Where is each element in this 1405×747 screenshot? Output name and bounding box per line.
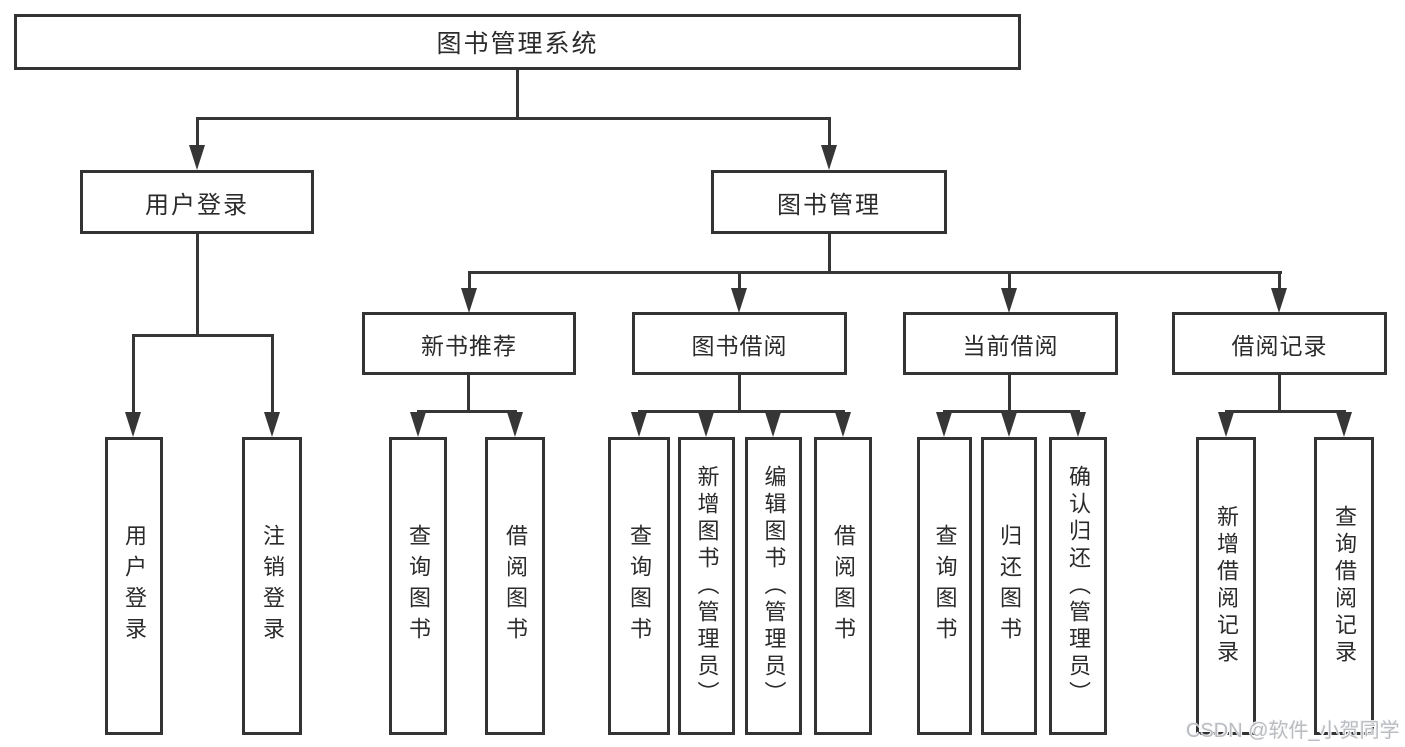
node-book-management: 图书管理 (711, 170, 947, 234)
node-cb-confirm-return-admin: 确认归还（管理员） (1049, 437, 1107, 735)
arrow-down-icon (1070, 412, 1086, 437)
node-br-add-record: 新增借阅记录 (1196, 437, 1256, 735)
arrow-down-icon (835, 412, 851, 437)
arrow-down-icon (1001, 412, 1017, 437)
node-logout: 注销登录 (242, 437, 302, 735)
node-logout-label: 注销登录 (260, 524, 285, 648)
node-br-query-record: 查询借阅记录 (1314, 437, 1374, 735)
node-bb-borrow-books-label: 借阅图书 (831, 524, 856, 648)
node-library-system: 图书管理系统 (14, 14, 1021, 70)
node-cb-query-books: 查询图书 (917, 437, 972, 735)
connector-line (196, 119, 199, 146)
arrow-down-icon (507, 412, 523, 437)
node-bb-edit-books-admin: 编辑图书（管理员） (745, 437, 802, 735)
connector-line (196, 117, 831, 120)
arrow-down-icon (936, 412, 952, 437)
connector-line (468, 273, 471, 290)
connector-line (738, 273, 741, 290)
arrow-down-icon (461, 288, 477, 313)
connector-line (196, 234, 199, 337)
node-cb-return-books: 归还图书 (981, 437, 1037, 735)
arrow-down-icon (189, 145, 205, 170)
connector-line (132, 336, 135, 413)
node-user-login-leaf-label: 用户登录 (122, 524, 147, 648)
connector-line (738, 375, 741, 412)
csdn-watermark: CSDN @软件_小贺同学 (1186, 720, 1400, 742)
node-bb-add-books-admin: 新增图书（管理员） (678, 437, 735, 735)
node-bb-add-books-admin-label: 新增图书（管理员） (694, 464, 720, 708)
node-borrowing-records-label: 借阅记录 (1231, 332, 1328, 359)
node-current-borrowing: 当前借阅 (903, 312, 1118, 375)
arrow-down-icon (765, 412, 781, 437)
node-br-query-record-label: 查询借阅记录 (1332, 505, 1357, 667)
node-book-management-label: 图书管理 (777, 191, 881, 219)
connector-line (1008, 375, 1011, 412)
connector-line (1008, 273, 1011, 290)
arrow-down-icon (125, 412, 141, 437)
arrow-down-icon (1336, 412, 1352, 437)
node-new-book-recommend-label: 新书推荐 (421, 332, 517, 359)
arrow-down-icon (410, 412, 426, 437)
node-library-system-label: 图书管理系统 (436, 30, 599, 58)
arrow-down-icon (631, 412, 647, 437)
node-cb-query-books-label: 查询图书 (932, 524, 958, 648)
arrow-down-icon (698, 412, 714, 437)
node-user-login: 用户登录 (80, 170, 314, 234)
connector-line (1278, 375, 1281, 412)
node-nb-query-books: 查询图书 (389, 437, 447, 735)
node-bb-query-books: 查询图书 (608, 437, 670, 735)
connector-line (828, 234, 831, 273)
connector-line (1278, 273, 1281, 290)
connector-line (638, 410, 845, 413)
node-user-login-label: 用户登录 (145, 191, 249, 219)
node-bb-query-books-label: 查询图书 (627, 524, 652, 648)
connector-line (516, 70, 519, 119)
node-borrowing-records: 借阅记录 (1172, 312, 1387, 375)
connector-line (1225, 410, 1346, 413)
arrow-down-icon (821, 145, 837, 170)
node-cb-return-books-label: 归还图书 (997, 524, 1022, 648)
node-nb-borrow-books-label: 借阅图书 (503, 524, 528, 648)
connector-line (467, 375, 470, 412)
node-br-add-record-label: 新增借阅记录 (1214, 505, 1239, 667)
arrow-down-icon (731, 288, 747, 313)
arrow-down-icon (264, 412, 280, 437)
node-bb-edit-books-admin-label: 编辑图书（管理员） (761, 464, 787, 708)
node-cb-confirm-return-admin-label: 确认归还（管理员） (1066, 464, 1091, 708)
connector-line (417, 410, 517, 413)
node-book-borrowing-label: 图书借阅 (691, 332, 788, 359)
node-bb-borrow-books: 借阅图书 (814, 437, 872, 735)
node-nb-borrow-books: 借阅图书 (485, 437, 545, 735)
node-nb-query-books-label: 查询图书 (406, 524, 431, 648)
connector-line (468, 271, 1282, 274)
arrow-down-icon (1218, 412, 1234, 437)
node-current-borrowing-label: 当前借阅 (962, 332, 1059, 359)
connector-line (828, 119, 831, 146)
arrow-down-icon (1001, 288, 1017, 313)
connector-line (132, 334, 274, 337)
connector-line (943, 410, 1080, 413)
node-user-login-leaf: 用户登录 (105, 437, 163, 735)
connector-line (271, 336, 274, 413)
arrow-down-icon (1271, 288, 1287, 313)
node-new-book-recommend: 新书推荐 (362, 312, 576, 375)
node-book-borrowing: 图书借阅 (632, 312, 847, 375)
